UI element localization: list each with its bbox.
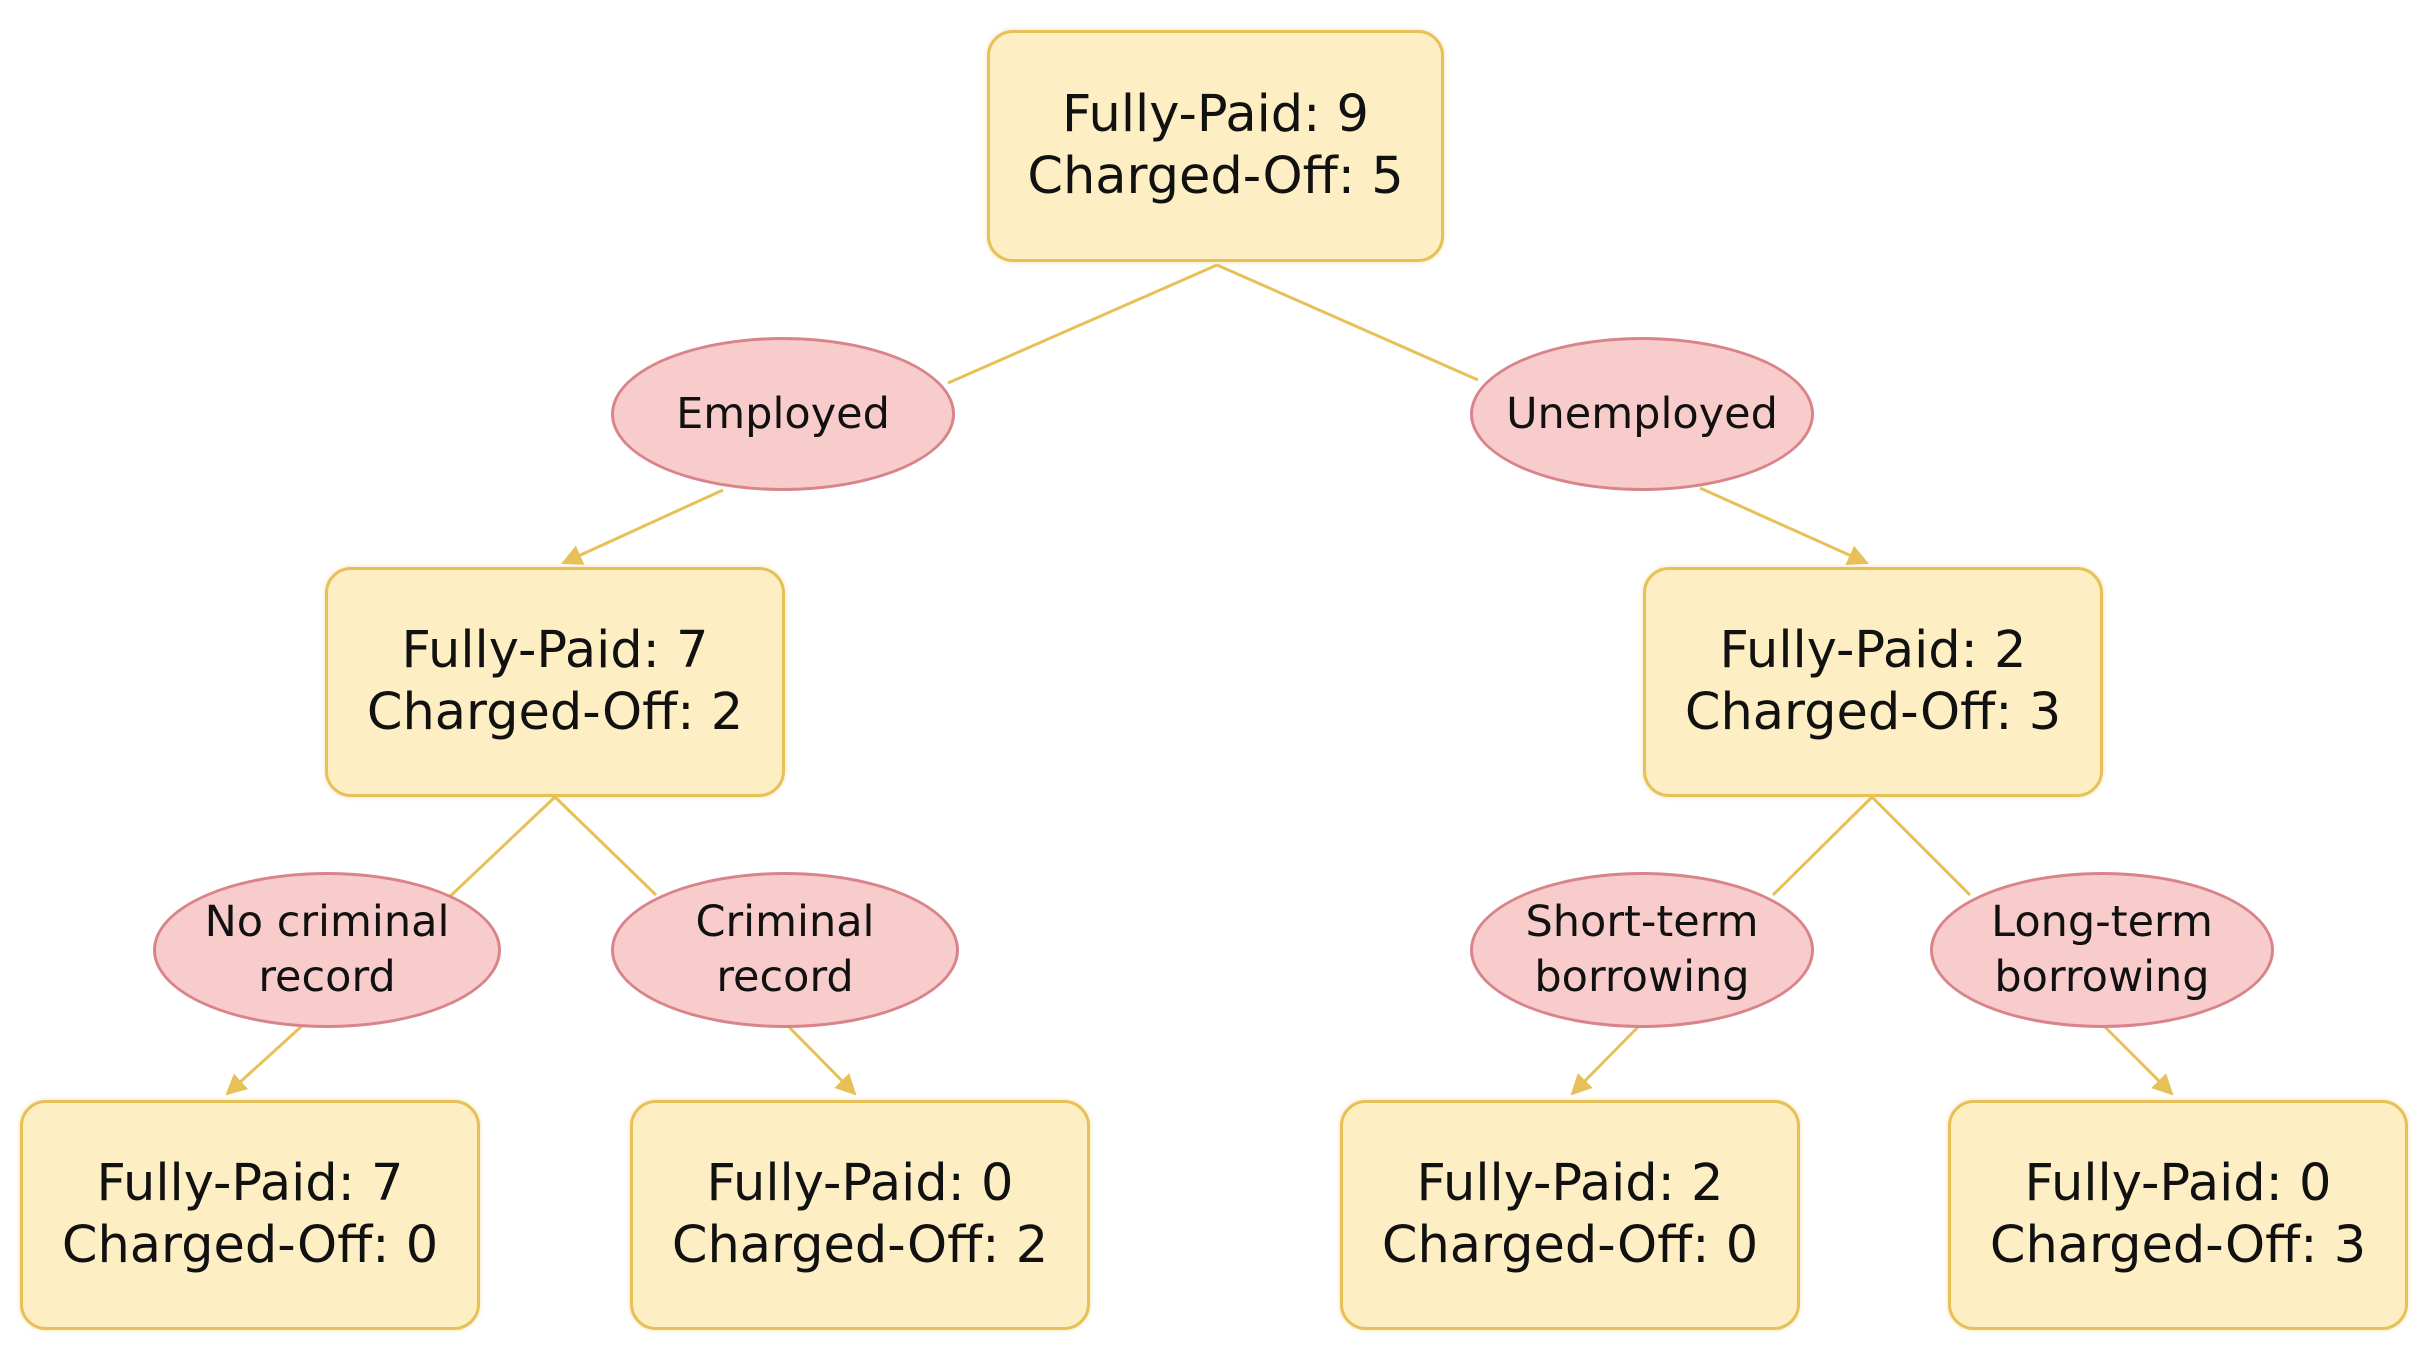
leaf-short-term-node: Fully-Paid: 2 Charged-Off: 0 bbox=[1340, 1100, 1800, 1330]
unemployed-fully-paid: Fully-Paid: 2 bbox=[1719, 621, 2027, 680]
condition-employed-label: Employed bbox=[676, 388, 890, 439]
employed-fully-paid: Fully-Paid: 7 bbox=[401, 621, 709, 680]
condition-long-term-line2: borrowing bbox=[1994, 952, 2210, 1002]
root-charged-off: Charged-Off: 5 bbox=[1027, 147, 1404, 206]
edge-unemployed-right bbox=[1699, 486, 1869, 565]
leaf-long-term-fully-paid: Fully-Paid: 0 bbox=[2024, 1154, 2332, 1213]
leaf-short-term-fully-paid: Fully-Paid: 2 bbox=[1416, 1154, 1724, 1213]
edge-left-criminal bbox=[553, 795, 658, 897]
edge-right-shortterm bbox=[1771, 795, 1874, 897]
unemployed-node: Fully-Paid: 2 Charged-Off: 3 bbox=[1643, 567, 2103, 797]
condition-criminal-record: Criminal record bbox=[611, 872, 959, 1028]
leaf-long-term-charged-off: Charged-Off: 3 bbox=[1989, 1216, 2367, 1275]
edge-employed-left bbox=[561, 488, 724, 565]
condition-no-criminal-line2: record bbox=[258, 952, 396, 1002]
employed-node: Fully-Paid: 7 Charged-Off: 2 bbox=[325, 567, 785, 797]
condition-short-term-borrowing: Short-term borrowing bbox=[1470, 872, 1814, 1028]
edge-right-longterm bbox=[1870, 795, 1972, 897]
condition-long-term-line1: Long-term bbox=[1991, 897, 2213, 947]
condition-short-term-line1: Short-term bbox=[1525, 897, 1759, 947]
leaf-no-criminal-node: Fully-Paid: 7 Charged-Off: 0 bbox=[20, 1100, 480, 1330]
leaf-criminal-charged-off: Charged-Off: 2 bbox=[671, 1216, 1049, 1275]
edge-criminal-leaf bbox=[785, 1023, 857, 1096]
leaf-criminal-node: Fully-Paid: 0 Charged-Off: 2 bbox=[630, 1100, 1090, 1330]
edge-left-nocriminal bbox=[441, 795, 557, 905]
condition-unemployed-label: Unemployed bbox=[1506, 388, 1778, 439]
root-fully-paid: Fully-Paid: 9 bbox=[1062, 85, 1369, 144]
unemployed-charged-off: Charged-Off: 3 bbox=[1684, 683, 2062, 742]
edge-longterm-leaf bbox=[2101, 1023, 2174, 1096]
leaf-long-term-node: Fully-Paid: 0 Charged-Off: 3 bbox=[1948, 1100, 2408, 1330]
condition-short-term-line2: borrowing bbox=[1534, 952, 1750, 1002]
condition-no-criminal-record: No criminal record bbox=[153, 872, 501, 1028]
root-node: Fully-Paid: 9 Charged-Off: 5 bbox=[987, 30, 1444, 262]
condition-employed: Employed bbox=[611, 337, 955, 491]
leaf-no-criminal-fully-paid: Fully-Paid: 7 bbox=[96, 1154, 404, 1213]
condition-long-term-borrowing: Long-term borrowing bbox=[1930, 872, 2274, 1028]
leaf-criminal-fully-paid: Fully-Paid: 0 bbox=[706, 1154, 1014, 1213]
leaf-no-criminal-charged-off: Charged-Off: 0 bbox=[61, 1216, 439, 1275]
edge-nocriminal-leaf bbox=[225, 1023, 305, 1096]
edge-root-unemployed bbox=[1216, 263, 1479, 382]
edge-root-employed bbox=[947, 263, 1218, 385]
condition-criminal-line1: Criminal bbox=[695, 897, 875, 947]
edge-shortterm-leaf bbox=[1570, 1023, 1642, 1096]
leaf-short-term-charged-off: Charged-Off: 0 bbox=[1381, 1216, 1759, 1275]
employed-charged-off: Charged-Off: 2 bbox=[366, 683, 744, 742]
condition-no-criminal-line1: No criminal bbox=[204, 897, 450, 947]
condition-unemployed: Unemployed bbox=[1470, 337, 1814, 491]
condition-criminal-line2: record bbox=[716, 952, 854, 1002]
